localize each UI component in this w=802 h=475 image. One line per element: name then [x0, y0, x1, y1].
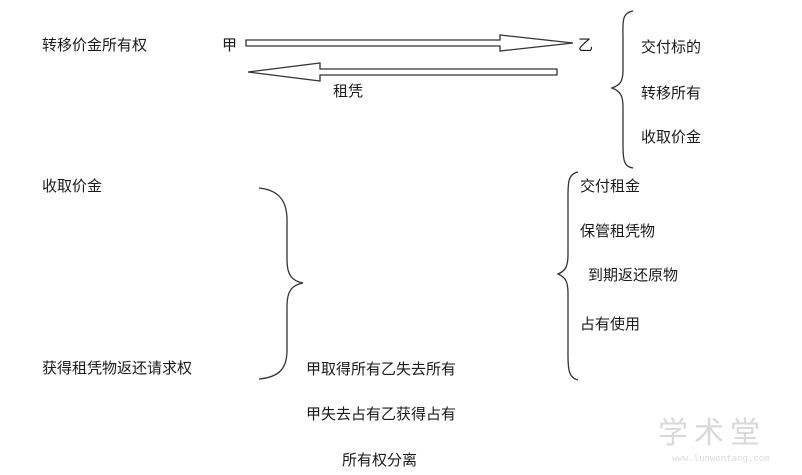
b-obligation-3: 到期返还原物	[588, 266, 679, 284]
brace-top-right	[610, 10, 634, 169]
party-b-label: 乙	[578, 36, 594, 54]
b-duty-2: 转移所有	[641, 84, 702, 102]
result-line-3: 所有权分离	[342, 451, 418, 469]
result-line-1: 甲取得所有乙失去所有	[306, 360, 457, 378]
arrow-left	[247, 62, 558, 82]
b-duty-3: 收取价金	[641, 128, 702, 146]
lease-label: 租凭	[333, 82, 364, 100]
transfer-label: 转移价金所有权	[42, 36, 148, 54]
b-obligation-2: 保管租凭物	[580, 222, 656, 240]
result-line-2: 甲失去占有乙获得占有	[306, 405, 457, 423]
b-obligation-4: 占有使用	[580, 315, 641, 333]
b-duty-1: 交付标的	[641, 38, 702, 56]
b-obligation-1: 交付租金	[580, 177, 641, 195]
brace-middle-right	[556, 171, 579, 381]
collect-price-label: 收取价金	[42, 177, 103, 195]
return-claim-label: 获得租凭物返还请求权	[42, 359, 193, 377]
party-a-label: 甲	[222, 36, 238, 54]
arrow-right	[245, 34, 574, 52]
brace-middle-left	[258, 187, 304, 380]
watermark-url: www.lunwentang.com	[672, 454, 770, 464]
watermark-logo: 学术堂	[658, 416, 766, 451]
